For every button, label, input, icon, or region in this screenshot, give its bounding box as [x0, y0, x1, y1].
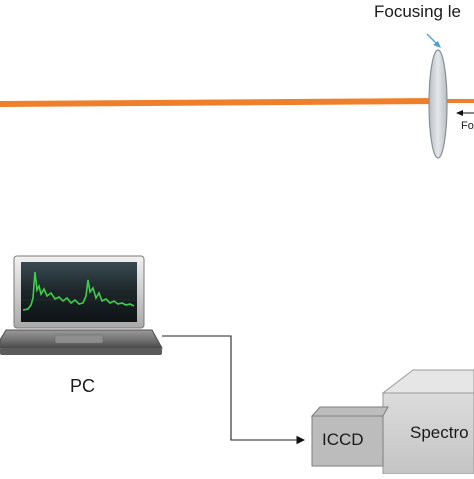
- convex-lens-icon: [428, 49, 448, 159]
- screen-spectrum-trace: [22, 271, 135, 311]
- focal-length-label: Fo: [461, 120, 474, 132]
- pc-to-iccd-connection: [162, 335, 306, 445]
- spectrometer-box: [381, 369, 474, 475]
- iccd-label: ICCD: [322, 430, 364, 449]
- laptop-icon: [0, 255, 163, 355]
- focusing-lens-label: Focusing le: [374, 2, 461, 21]
- pc-label: PC: [70, 376, 96, 396]
- laser-beam: [0, 98, 474, 107]
- lens-pointer-arrow: [426, 33, 441, 48]
- focal-distance-marker: [456, 110, 474, 116]
- iccd-camera-box: [310, 406, 389, 467]
- spectrometer-label: Spectro: [410, 423, 469, 442]
